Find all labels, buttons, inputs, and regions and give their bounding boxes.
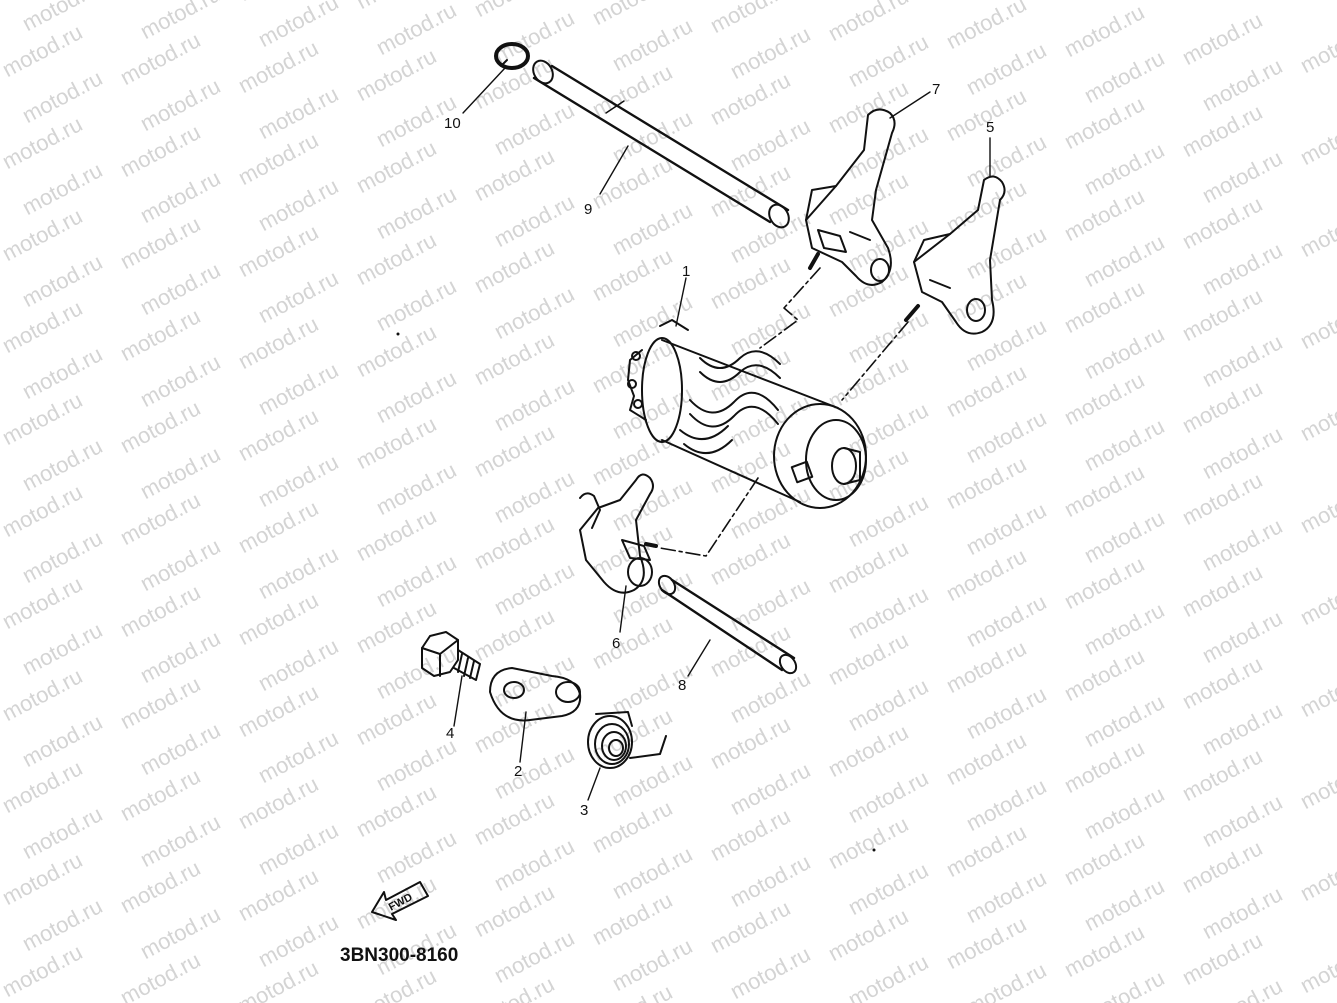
callout-8: 8 [678, 677, 686, 694]
speck [872, 848, 876, 852]
speck [396, 332, 400, 336]
callout-7: 7 [932, 81, 940, 98]
callout-10: 10 [444, 115, 461, 132]
callout-6: 6 [612, 635, 620, 652]
part-8-short-shaft [657, 574, 798, 675]
callout-3: 3 [580, 802, 588, 819]
part-2-stopper-lever [489, 667, 582, 722]
callout-2: 2 [514, 763, 522, 780]
part-6-shift-fork [579, 473, 658, 594]
callout-numbers: 10 9 7 5 1 6 8 4 2 3 [444, 81, 994, 819]
part-10-circlip [494, 42, 530, 70]
part-7-shift-fork [805, 108, 896, 286]
callout-9: 9 [584, 201, 592, 218]
fwd-arrow-icon: FWD [371, 881, 429, 921]
drawing-code: 3BN300-8160 [340, 945, 458, 966]
part-9-shift-fork-shaft [532, 59, 790, 229]
alignment-lines [659, 267, 909, 557]
callout-1: 1 [682, 263, 690, 280]
callout-5: 5 [986, 119, 994, 136]
part-3-torsion-spring [587, 711, 667, 769]
part-1-shift-cam [627, 319, 867, 509]
part-5-shift-fork [904, 175, 1006, 335]
callout-4: 4 [446, 725, 454, 742]
part-4-bolt [421, 631, 481, 681]
leader-lines [453, 67, 991, 801]
